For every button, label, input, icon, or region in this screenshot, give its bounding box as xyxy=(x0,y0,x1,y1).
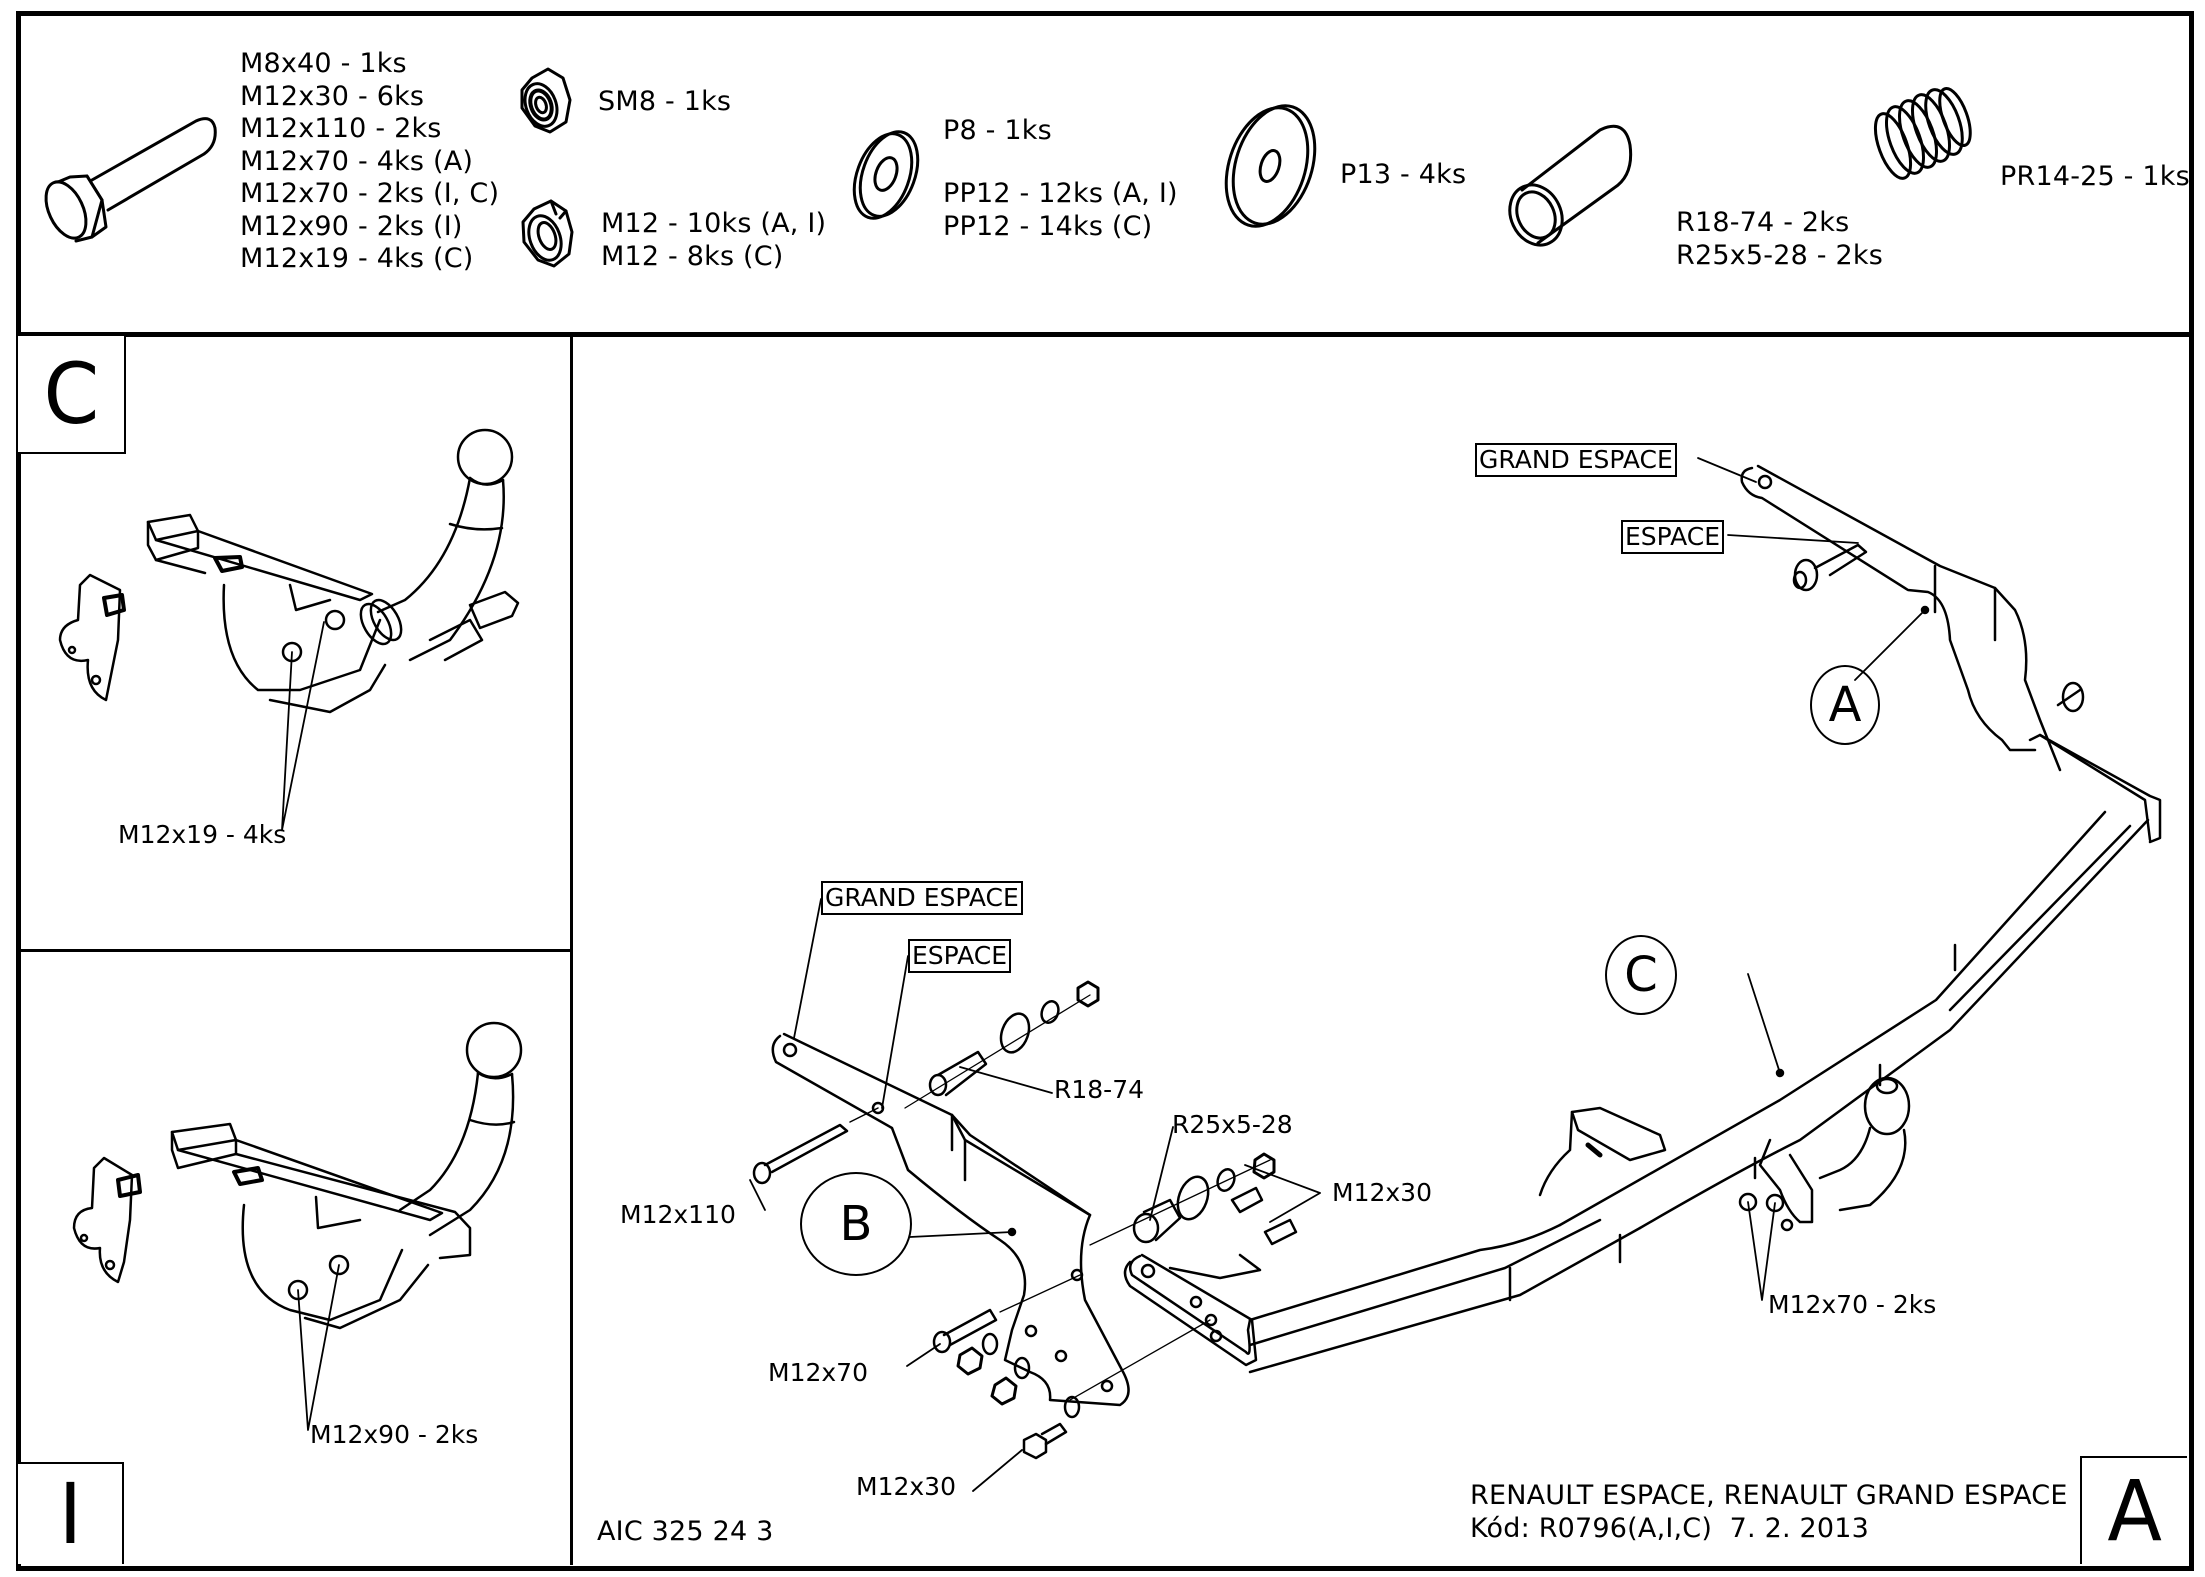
bolt-list-item: M12x110 - 2ks xyxy=(240,113,442,144)
bolt-list-item: M12x30 - 6ks xyxy=(240,80,425,112)
nut-list: M12 - 10ks (A, I) M12 - 8ks (C) xyxy=(601,208,826,273)
balloon-b: B xyxy=(800,1172,912,1276)
spacer-tube-icon xyxy=(1500,126,1630,253)
vehicle-title: RENAULT ESPACE, RENAULT GRAND ESPACE xyxy=(1470,1480,2068,1511)
spring-icon xyxy=(1868,85,1976,183)
main-assembly-drawing xyxy=(750,458,2160,1491)
nut-list-item: M12 - 8ks (C) xyxy=(601,240,784,272)
view-c-label-box: C xyxy=(18,336,126,454)
large-washer-icon xyxy=(1212,95,1329,237)
balloon-a: A xyxy=(1810,665,1880,745)
left-views-divider xyxy=(16,949,572,952)
washer-pp12-list: PP12 - 12ks (A, I) PP12 - 14ks (C) xyxy=(943,178,1178,243)
view-a-label-box: A xyxy=(2080,1456,2187,1564)
drawing-number: AIC 325 24 3 xyxy=(597,1516,774,1547)
callout-m12x70: M12x70 xyxy=(768,1358,868,1387)
callout-m12x30-right: M12x30 xyxy=(1332,1178,1432,1207)
view-c-drawing xyxy=(60,430,518,830)
washer-pp12-item: PP12 - 12ks (A, I) xyxy=(943,178,1178,209)
bolt-list: M8x40 - 1ks M12x30 - 6ks M12x110 - 2ks M… xyxy=(240,48,499,276)
parts-panel-divider xyxy=(16,332,2194,337)
spacer-list: R18-74 - 2ks R25x5-28 - 2ks xyxy=(1676,207,1883,272)
bolt-list-item: M8x40 - 1ks xyxy=(240,48,407,79)
spacer-list-item: R25x5-28 - 2ks xyxy=(1676,239,1883,271)
spring-label: PR14-25 - 1ks xyxy=(2000,161,2190,192)
view-c-bolt-callout: M12x19 - 4ks xyxy=(118,820,287,849)
callout-m12x70-ball: M12x70 - 2ks xyxy=(1768,1290,1937,1319)
callout-m12x110: M12x110 xyxy=(620,1200,736,1229)
callout-m12x30-left: M12x30 xyxy=(856,1472,956,1501)
bolt-list-item: M12x19 - 4ks (C) xyxy=(240,243,474,274)
washer-icon xyxy=(844,124,929,226)
tag-grand-espace-left: GRAND ESPACE xyxy=(821,881,1023,915)
view-i-letter: I xyxy=(58,1465,82,1563)
callout-r25x5-28: R25x5-28 xyxy=(1172,1110,1293,1139)
hex-bolt-icon xyxy=(38,119,215,245)
tag-grand-espace-right: GRAND ESPACE xyxy=(1475,443,1677,477)
view-i-label-box: I xyxy=(18,1462,124,1564)
bolt-list-item: M12x70 - 4ks (A) xyxy=(240,145,474,177)
bolt-list-item: M12x90 - 2ks (I) xyxy=(240,210,463,242)
code-and-date: Kód: R0796(A,I,C) 7. 2. 2013 xyxy=(1470,1513,1870,1544)
washer-p8-label: P8 - 1ks xyxy=(943,115,1052,146)
drawing-frame xyxy=(16,11,2194,1571)
hex-nut-icon xyxy=(523,201,572,266)
lock-nut-label: SM8 - 1ks xyxy=(598,86,732,117)
tag-espace-left: ESPACE xyxy=(908,939,1012,973)
balloon-c: C xyxy=(1605,935,1677,1015)
view-c-letter: C xyxy=(43,345,99,443)
tag-espace-right: ESPACE xyxy=(1621,520,1725,554)
view-a-letter: A xyxy=(2107,1462,2162,1560)
spacer-list-item: R18-74 - 2ks xyxy=(1676,207,1850,238)
callout-r18-74: R18-74 xyxy=(1054,1075,1145,1104)
washer-pp12-item: PP12 - 14ks (C) xyxy=(943,210,1153,242)
lock-nut-icon xyxy=(519,69,570,132)
view-i-bolt-callout: M12x90 - 2ks xyxy=(310,1420,479,1449)
nut-list-item: M12 - 10ks (A, I) xyxy=(601,208,827,239)
bolt-list-item: M12x70 - 2ks (I, C) xyxy=(240,178,500,209)
view-i-drawing xyxy=(74,1023,521,1430)
washer-p13-label: P13 - 4ks xyxy=(1340,159,1467,190)
